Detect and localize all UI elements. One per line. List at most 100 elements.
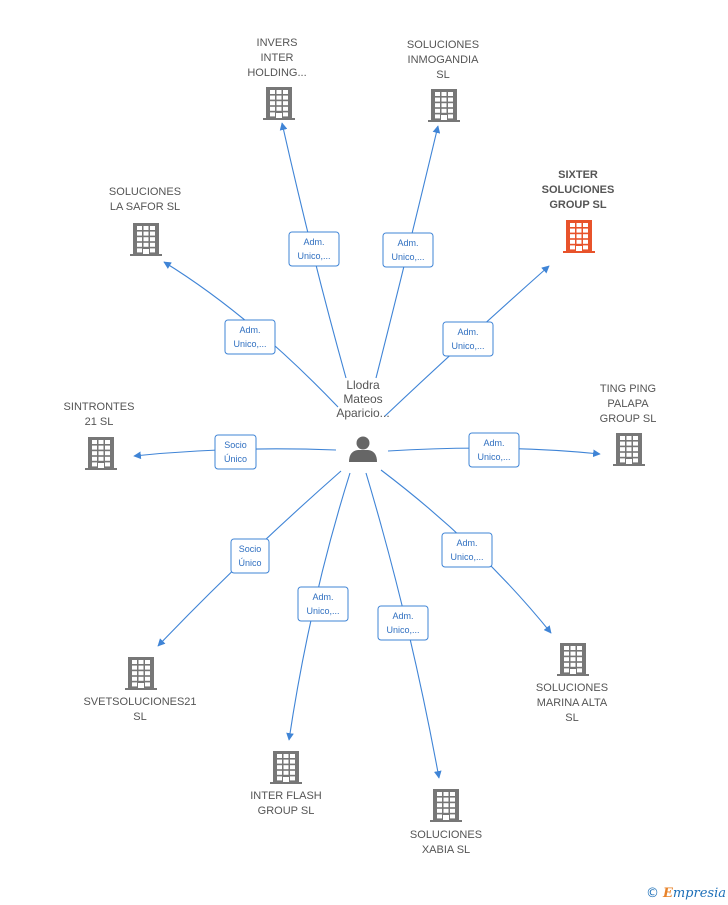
company-name[interactable]: GROUP SL — [600, 413, 657, 425]
relation-box[interactable] — [441, 532, 493, 568]
relation-label-inter-flash[interactable]: Adm. Unico,... — [297, 586, 349, 622]
relation-box[interactable] — [468, 432, 520, 468]
relation-box[interactable] — [377, 605, 429, 641]
company-name[interactable]: TING PING — [600, 383, 656, 395]
company-node-invers[interactable]: INVERS INTER HOLDING... — [247, 37, 307, 120]
edge-inter-flash: Adm. Unico,... — [286, 472, 351, 741]
relation-text: Socio — [239, 544, 262, 554]
building-icon[interactable] — [270, 751, 302, 784]
relation-box[interactable] — [297, 586, 349, 622]
company-name[interactable]: SL — [565, 712, 578, 724]
relation-text: Adm. — [397, 238, 418, 248]
company-name[interactable]: SOLUCIONES — [542, 184, 615, 196]
relation-text: Unico,... — [297, 251, 330, 261]
person-icon[interactable] — [349, 436, 377, 463]
relation-text: Adm. — [303, 237, 324, 247]
relation-text: Unico,... — [386, 625, 419, 635]
relation-box[interactable] — [288, 231, 340, 267]
edge-sixter: Adm. Unico,... — [384, 265, 550, 417]
company-name[interactable]: MARINA ALTA — [537, 697, 608, 709]
company-node-la-safor[interactable]: SOLUCIONES LA SAFOR SL — [109, 186, 181, 256]
relation-text: Único — [238, 558, 261, 568]
relation-box[interactable] — [382, 232, 434, 268]
empresia-credit: ©Empresia — [646, 886, 726, 901]
person-name[interactable]: Llodra — [346, 378, 380, 392]
relation-text: Adm. — [456, 538, 477, 548]
company-name[interactable]: SOLUCIONES — [536, 682, 608, 694]
company-name[interactable]: SINTRONTES — [64, 401, 135, 413]
building-icon[interactable] — [430, 789, 462, 822]
person-name[interactable]: Mateos — [343, 392, 382, 406]
relation-text: Adm. — [392, 611, 413, 621]
company-node-sintrontes[interactable]: SINTRONTES 21 SL — [64, 401, 135, 470]
company-name[interactable]: GROUP SL — [549, 199, 607, 211]
relation-label-invers[interactable]: Adm. Unico,... — [288, 231, 340, 267]
relation-label-xabia[interactable]: Adm. Unico,... — [377, 605, 429, 641]
relation-text: Unico,... — [306, 606, 339, 616]
company-name[interactable]: PALAPA — [607, 398, 649, 410]
brand-name: mpresia — [672, 886, 726, 901]
relation-box[interactable] — [224, 319, 276, 355]
edge-ting-ping: Adm. Unico,... — [387, 432, 601, 468]
company-name[interactable]: LA SAFOR SL — [110, 201, 180, 213]
company-node-inmogandia[interactable]: SOLUCIONES INMOGANDIA SL — [407, 39, 479, 122]
company-name[interactable]: SIXTER — [558, 169, 598, 181]
building-icon[interactable] — [563, 220, 595, 253]
person-name[interactable]: Aparicio... — [336, 406, 389, 420]
relation-label-ting-ping[interactable]: Adm. Unico,... — [468, 432, 520, 468]
company-name[interactable]: SL — [133, 711, 146, 723]
building-icon[interactable] — [428, 89, 460, 122]
company-name[interactable]: INVERS — [257, 37, 298, 49]
company-name[interactable]: SOLUCIONES — [410, 829, 482, 841]
company-node-sixter[interactable]: SIXTER SOLUCIONES GROUP SL — [542, 169, 615, 253]
relation-label-inmogandia[interactable]: Adm.Unico,... — [382, 232, 434, 268]
relation-text: Adm. — [457, 327, 478, 337]
relation-text: Adm. — [312, 592, 333, 602]
company-node-ting-ping[interactable]: TING PING PALAPA GROUP SL — [600, 383, 657, 466]
company-node-marina-alta[interactable]: SOLUCIONES MARINA ALTA SL — [536, 643, 608, 724]
person-node[interactable]: LlodraMateosAparicio... — [336, 378, 390, 463]
company-name[interactable]: INTER — [261, 52, 294, 64]
company-name[interactable]: INMOGANDIA — [408, 54, 480, 66]
company-node-inter-flash[interactable]: INTER FLASH GROUP SL — [250, 751, 322, 817]
building-icon[interactable] — [125, 657, 157, 690]
relation-text: Unico,... — [477, 452, 510, 462]
company-name[interactable]: INTER FLASH — [250, 790, 322, 802]
relation-text: Adm. — [239, 325, 260, 335]
building-icon[interactable] — [557, 643, 589, 676]
relation-text: Unico,... — [233, 339, 266, 349]
company-name[interactable]: SOLUCIONES — [407, 39, 479, 51]
building-icon[interactable] — [85, 437, 117, 470]
company-name[interactable]: SL — [436, 69, 449, 81]
company-name[interactable]: XABIA SL — [422, 844, 470, 856]
edge-marina-alta: Adm. Unico,... — [380, 469, 552, 634]
company-name[interactable]: SOLUCIONES — [109, 186, 181, 198]
edge-invers: Adm. Unico,... — [279, 122, 347, 379]
company-node-xabia[interactable]: SOLUCIONES XABIA SL — [410, 789, 482, 856]
company-name[interactable]: GROUP SL — [258, 805, 315, 817]
relation-text: Adm. — [483, 438, 504, 448]
building-icon[interactable] — [130, 223, 162, 256]
edge-xabia: Adm. Unico,... — [365, 472, 442, 779]
relation-label-sixter[interactable]: Adm. Unico,... — [442, 321, 494, 357]
company-name[interactable]: SVETSOLUCIONES21 — [83, 696, 196, 708]
company-name[interactable]: HOLDING... — [247, 67, 306, 79]
edge-la-safor: Adm. Unico,... — [163, 261, 339, 408]
relation-text: Socio — [224, 440, 247, 450]
relation-box[interactable] — [214, 434, 257, 470]
copyright-symbol: © — [645, 886, 659, 901]
relation-box[interactable] — [230, 538, 270, 574]
company-name[interactable]: 21 SL — [85, 416, 114, 428]
relation-text: Unico,... — [451, 341, 484, 351]
building-icon[interactable] — [263, 87, 295, 120]
building-icon[interactable] — [613, 433, 645, 466]
relation-label-marina-alta[interactable]: Adm.Unico,... — [441, 532, 493, 568]
relation-box[interactable] — [442, 321, 494, 357]
relation-label-la-safor[interactable]: Adm. Unico,... — [224, 319, 276, 355]
